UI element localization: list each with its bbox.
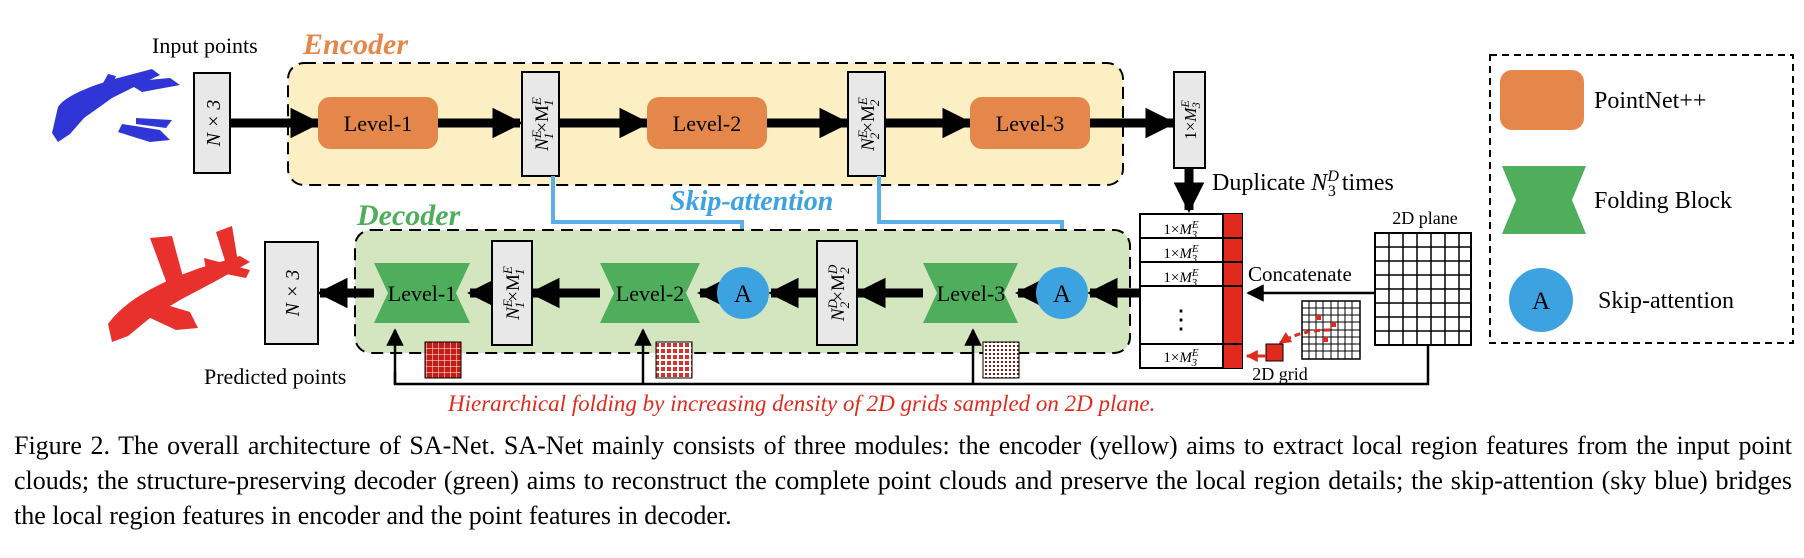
svg-text:1×ME3: 1×ME3 xyxy=(1178,100,1203,140)
skip-attention-node-1-label: A xyxy=(734,281,752,308)
grid-thumb-fine xyxy=(982,341,1020,379)
encoder-level-2: Level-2 xyxy=(647,97,767,149)
encoder-title: Encoder xyxy=(302,28,408,61)
decoder-level-1: Level-1 xyxy=(374,263,470,323)
decoder-level-1-label: Level-1 xyxy=(388,281,456,306)
legend-folding: Folding Block xyxy=(1502,166,1732,234)
predicted-points-label: Predicted points xyxy=(204,364,346,389)
folding-caption: Hierarchical folding by increasing densi… xyxy=(447,391,1155,416)
input-point-cloud xyxy=(52,69,180,142)
output-point-cloud xyxy=(108,226,250,342)
svg-text:NE1×ME1: NE1×ME1 xyxy=(529,97,556,152)
decoder-level-2-label: Level-2 xyxy=(616,281,684,306)
output-dim-box xyxy=(264,241,319,345)
encoder-level-3-label: Level-3 xyxy=(996,111,1064,136)
concatenate-label: Concatenate xyxy=(1248,262,1352,286)
decoder-feature-2: ND2×MD2 xyxy=(816,240,858,346)
output-dim-label: N × 3 xyxy=(282,270,304,318)
skip-attention-node-2: A xyxy=(1036,267,1088,319)
legend-folding-label: Folding Block xyxy=(1594,188,1732,214)
decoder-level-2: Level-2 xyxy=(600,263,700,323)
input-points-label: Input points xyxy=(152,33,258,58)
architecture-diagram: Encoder Input points N × 3 Level-1 Level… xyxy=(52,28,1794,416)
grid-thumb-coarse xyxy=(424,341,462,379)
grid-thumb-medium xyxy=(655,341,693,379)
sampling-dashed-arrow xyxy=(1278,328,1331,345)
decoder-level-3-label: Level-3 xyxy=(937,281,1005,306)
legend-attention: A Skip-attention xyxy=(1509,268,1734,332)
svg-text:ND2×MD2: ND2×MD2 xyxy=(825,264,852,322)
plane-2d-label: 2D plane xyxy=(1392,208,1457,228)
stack-dots: ⋮ xyxy=(1168,305,1194,334)
encoder-level-3: Level-3 xyxy=(970,97,1090,149)
legend-pointnet: PointNet++ xyxy=(1500,70,1706,130)
legend-pointnet-label: PointNet++ xyxy=(1594,88,1706,114)
svg-text:NE1×ME1: NE1×ME1 xyxy=(500,266,527,321)
legend-attention-symbol: A xyxy=(1532,288,1550,315)
skip-attention-title: Skip-attention xyxy=(670,186,833,217)
input-dim-box xyxy=(193,72,231,174)
encoder-feature-1: NE1×ME1 xyxy=(521,71,560,177)
encoder-feature-3: 1×ME3 xyxy=(1173,71,1206,169)
decoder-title: Decoder xyxy=(356,199,461,232)
sampled-grid xyxy=(1301,300,1361,360)
encoder-level-2-label: Level-2 xyxy=(673,111,741,136)
plane-2d xyxy=(1374,232,1472,346)
encoder-level-1-label: Level-1 xyxy=(344,111,412,136)
decoder-feature-1: NE1×ME1 xyxy=(491,240,533,346)
decoder-level-3: Level-3 xyxy=(923,263,1018,323)
figure-caption: Figure 2. The overall architecture of SA… xyxy=(14,431,1792,530)
skip-attention-node-1: A xyxy=(717,267,769,319)
input-dim-label: N × 3 xyxy=(203,100,225,148)
encoder-feature-2: NE2×ME2 xyxy=(847,71,886,177)
svg-text:NE2×ME2: NE2×ME2 xyxy=(855,97,882,152)
legend-attention-label: Skip-attention xyxy=(1598,288,1734,314)
skip-attention-node-2-label: A xyxy=(1053,281,1071,308)
grid-2d-label: 2D grid xyxy=(1252,364,1308,384)
grid-sample-marker xyxy=(1265,343,1284,362)
encoder-level-1: Level-1 xyxy=(318,97,438,149)
